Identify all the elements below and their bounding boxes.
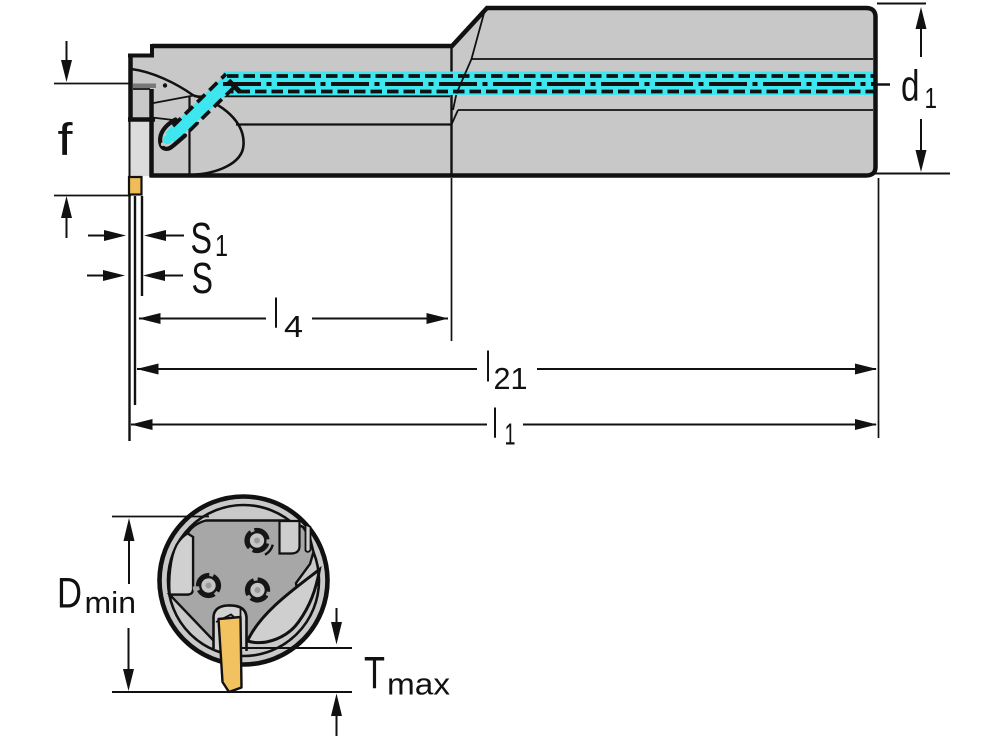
svg-text:21: 21	[494, 361, 528, 396]
svg-text:D: D	[57, 570, 82, 618]
svg-text:max: max	[387, 667, 451, 702]
svg-text:l: l	[486, 344, 491, 392]
svg-text:S: S	[192, 254, 214, 303]
svg-text:4: 4	[284, 309, 303, 344]
svg-text:d: d	[901, 62, 920, 111]
svg-text:T: T	[364, 648, 385, 699]
svg-text:min: min	[85, 585, 137, 620]
svg-text:l: l	[493, 400, 498, 447]
svg-text:1: 1	[925, 83, 938, 115]
svg-text:f: f	[58, 114, 74, 165]
svg-text:S: S	[191, 214, 213, 263]
svg-text:1: 1	[505, 417, 516, 452]
svg-text:1: 1	[215, 228, 228, 263]
svg-text:l: l	[274, 290, 279, 337]
